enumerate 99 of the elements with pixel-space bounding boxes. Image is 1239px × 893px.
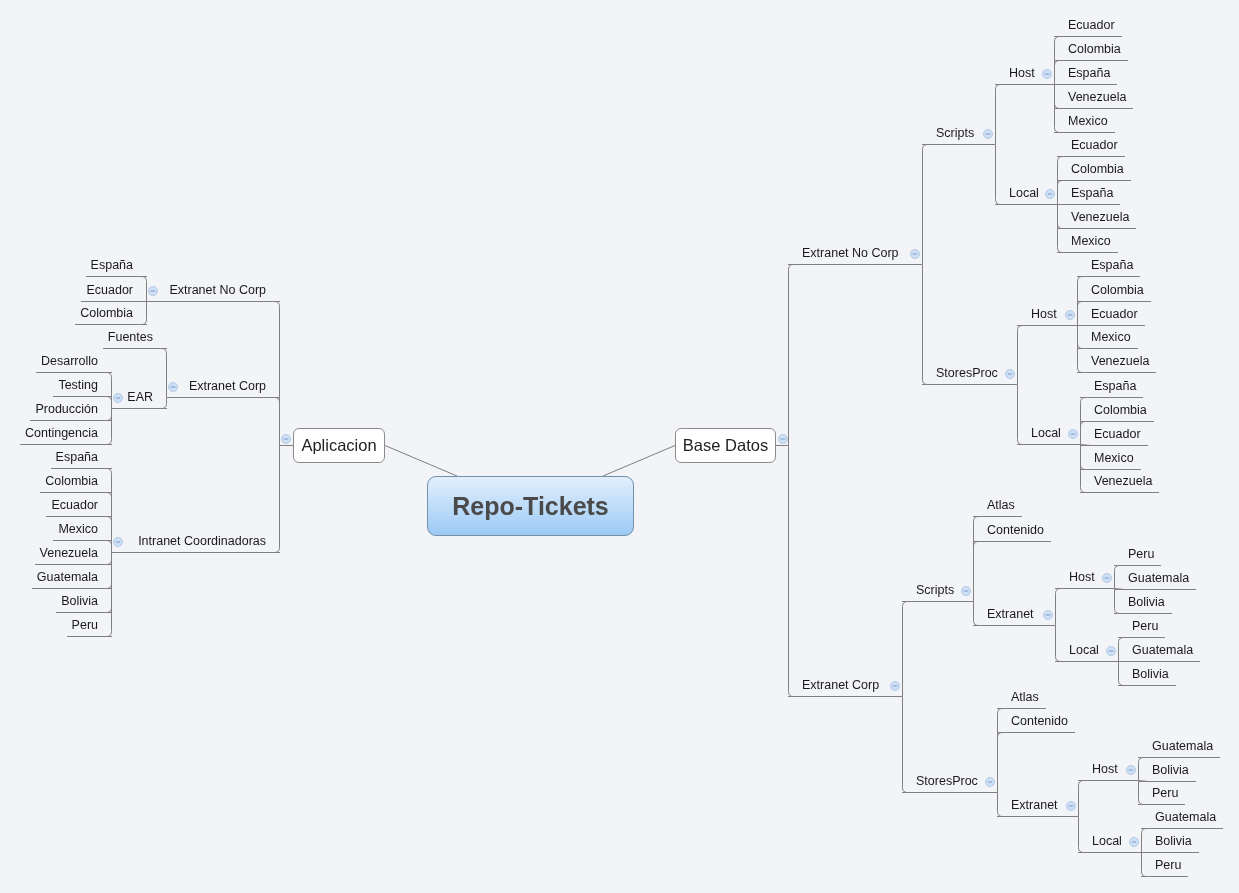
- topic-label: Colombia: [1080, 400, 1154, 422]
- branch-connector: [997, 792, 1003, 817]
- topic-label: Contenido: [973, 520, 1051, 542]
- topic-label: España: [1054, 63, 1118, 85]
- branch-connector: [1077, 325, 1083, 373]
- topic-label: Desarrollo: [36, 351, 112, 373]
- topic-label: España: [50, 447, 112, 469]
- branch-connector: [1114, 588, 1120, 614]
- branch-connector: [1141, 828, 1147, 853]
- branch-connector: [1080, 444, 1086, 493]
- branch-connector: [1055, 625, 1061, 662]
- main-topic-box: Aplicacion: [293, 428, 385, 463]
- topic-label: Ecuador: [1077, 304, 1145, 326]
- topic-label: Ecuador: [1057, 135, 1125, 157]
- topic-label: Peru: [1114, 544, 1162, 566]
- branch-connector: [1138, 780, 1144, 805]
- branch-connector: [1118, 637, 1124, 662]
- branch-connector: [922, 264, 928, 385]
- branch-connector: [106, 396, 112, 409]
- topic-label: Peru: [1118, 616, 1166, 638]
- branch-connector: [106, 540, 112, 553]
- topic-label: Venezuela: [1057, 207, 1137, 229]
- topic-label: Ecuador: [46, 495, 112, 517]
- topic-label: Testing: [53, 375, 112, 397]
- branch-connector: [141, 276, 147, 302]
- topic-label: España: [1057, 183, 1121, 205]
- topic-label: Colombia: [1077, 280, 1151, 302]
- branch-connector: [902, 601, 908, 697]
- branch-connector: [161, 397, 167, 409]
- branch-connector: [106, 552, 112, 637]
- topic-label: Ecuador: [1054, 15, 1122, 37]
- topic-label: Venezuela: [1077, 351, 1157, 373]
- branch-connector: [384, 445, 458, 477]
- topic-label: Mexico: [53, 519, 112, 541]
- branch-connector: [1017, 384, 1023, 445]
- branch-connector: [1078, 816, 1084, 853]
- topic-label: Peru: [1138, 783, 1186, 805]
- branch-connector: [995, 84, 1001, 145]
- branch-connector: [1141, 852, 1147, 877]
- branch-connector: [1078, 780, 1084, 817]
- topic-label: Peru: [1141, 855, 1189, 877]
- branch-connector: [1114, 565, 1120, 589]
- topic-label: Bolivia: [1138, 760, 1196, 782]
- branch-connector: [1077, 301, 1083, 326]
- branch-connector: [274, 445, 294, 553]
- branch-connector: [775, 445, 794, 697]
- main-topic-box: Base Datos: [675, 428, 776, 463]
- branch-connector: [973, 601, 979, 626]
- topic-label: Guatemala: [1118, 640, 1201, 662]
- topic-label: Colombia: [75, 303, 147, 325]
- branch-connector: [1054, 84, 1060, 133]
- topic-label: España: [85, 255, 147, 277]
- topic-label: Contingencia: [20, 423, 112, 445]
- topic-label: Ecuador: [1080, 424, 1148, 446]
- branch-connector: [902, 696, 908, 793]
- topic-label: Fuentes: [102, 327, 167, 349]
- topic-label: Atlas: [973, 495, 1022, 517]
- topic-label: Guatemala: [1138, 736, 1221, 758]
- branch-connector: [1138, 757, 1144, 781]
- topic-label: España: [1077, 255, 1141, 277]
- branch-connector: [141, 301, 147, 325]
- branch-connector: [922, 144, 928, 265]
- branch-connector: [1057, 204, 1063, 253]
- topic-label: Mexico: [1080, 448, 1141, 470]
- topic-label: Guatemala: [1141, 807, 1224, 829]
- topic-label: Venezuela: [1080, 471, 1160, 493]
- branch-connector: [1057, 180, 1063, 205]
- branch-connector: [106, 408, 112, 445]
- topic-label: Contenido: [997, 711, 1075, 733]
- central-topic-box: Repo-Tickets: [427, 476, 634, 536]
- branch-connector: [1054, 60, 1060, 85]
- branch-connector: [1118, 661, 1124, 686]
- topic-label: Atlas: [997, 687, 1046, 709]
- topic-label: Bolivia: [1141, 831, 1199, 853]
- branch-connector: [1017, 325, 1023, 385]
- topic-label: Colombia: [40, 471, 112, 493]
- topic-label: Bolivia: [1114, 592, 1172, 614]
- branch-connector: [1055, 588, 1061, 626]
- topic-label: Mexico: [1057, 231, 1118, 253]
- topic-label: Guatemala: [31, 567, 112, 589]
- topic-label: Bolivia: [1118, 664, 1176, 686]
- topic-label: Peru: [66, 615, 112, 637]
- topic-label: Guatemala: [1114, 568, 1197, 590]
- topic-label: Ecuador: [81, 280, 147, 302]
- topic-label: Colombia: [1057, 159, 1131, 181]
- topic-label: Mexico: [1077, 327, 1138, 349]
- branch-connector: [973, 541, 979, 602]
- branch-connector: [997, 732, 1003, 793]
- topic-label: Venezuela: [1054, 87, 1134, 109]
- branch-connector: [161, 348, 167, 398]
- branch-connector: [995, 144, 1001, 205]
- branch-connector: [602, 445, 676, 477]
- topic-label: España: [1080, 376, 1144, 398]
- topic-label: Bolivia: [56, 591, 112, 613]
- topic-label: Venezuela: [34, 543, 112, 565]
- topic-label: Mexico: [1054, 111, 1115, 133]
- branch-connector: [1080, 421, 1086, 445]
- topic-label: Colombia: [1054, 39, 1128, 61]
- topic-label: Producción: [30, 399, 112, 421]
